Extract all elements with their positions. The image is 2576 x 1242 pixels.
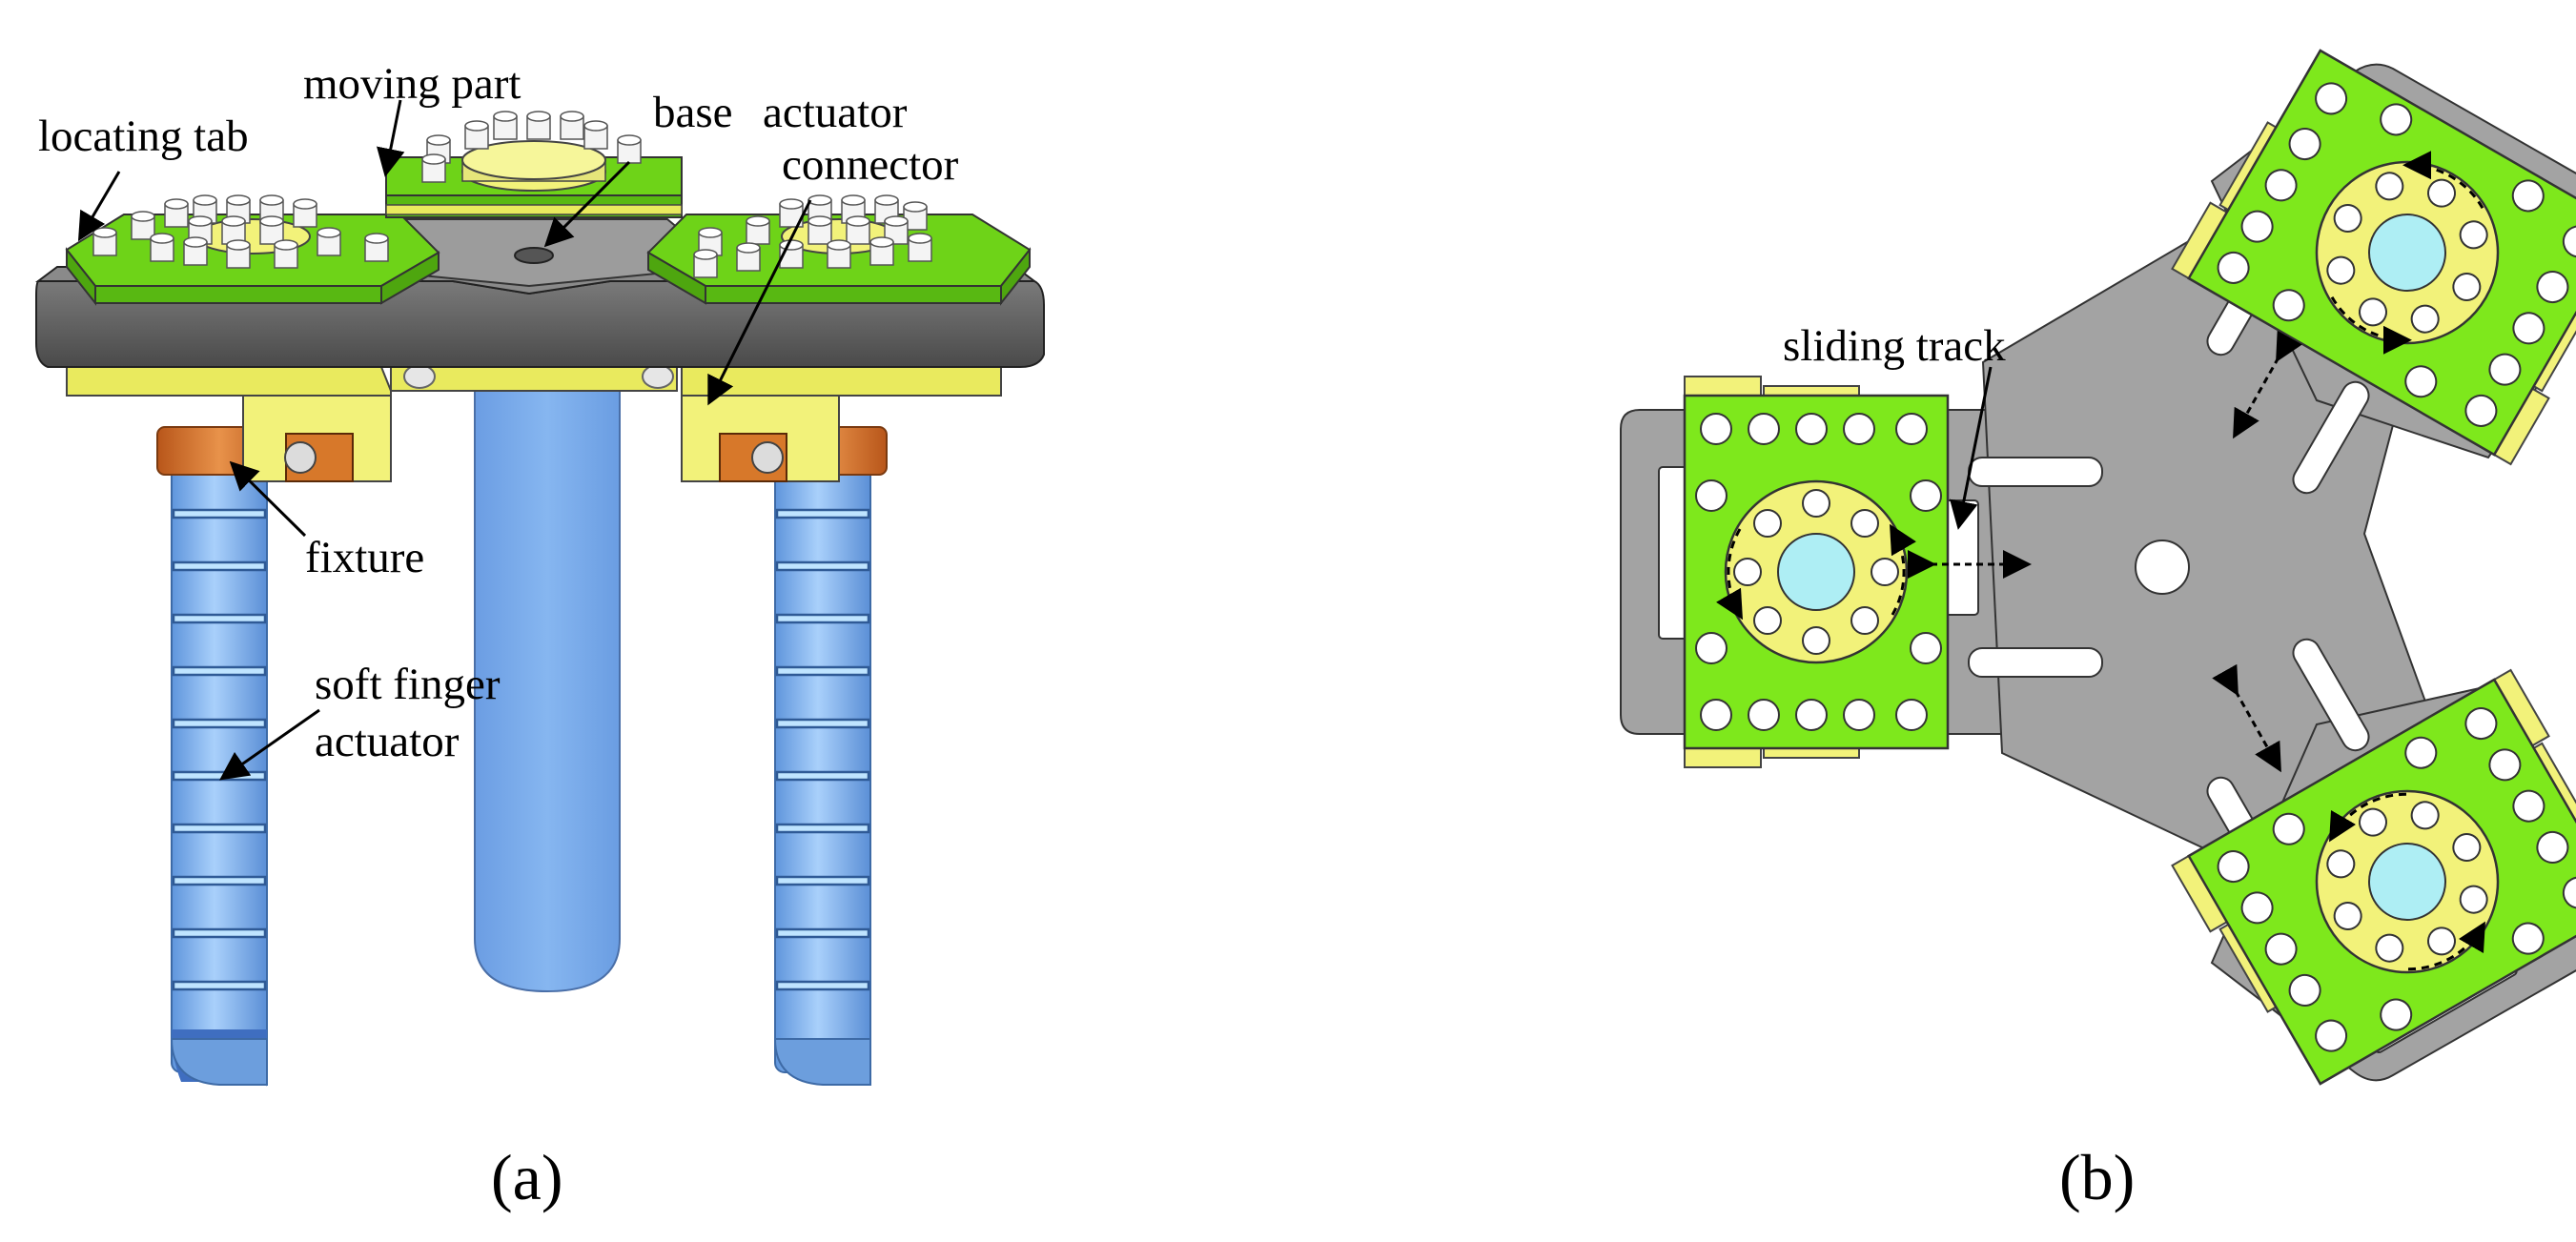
middle-moving-part-plate <box>385 111 683 218</box>
left-soft-finger <box>170 461 268 1087</box>
panel-a-gripper-side-view: locating tab moving part base actuator c… <box>35 59 1045 1213</box>
caption-a: (a) <box>491 1141 562 1213</box>
right-locating-tab-plate <box>646 194 1032 306</box>
left-actuator-connector <box>66 366 392 482</box>
label-base: base <box>653 88 733 137</box>
middle-finger <box>474 371 621 993</box>
label-sliding-track: sliding track <box>1783 321 2006 371</box>
label-soft-finger-line2: actuator <box>315 717 460 766</box>
label-fixture: fixture <box>305 533 424 582</box>
leader-lines-a <box>77 99 812 781</box>
panel-b-gripper-top-view: sliding track (b) <box>1620 41 2576 1213</box>
label-soft-finger-line1: soft finger <box>315 660 501 709</box>
leader-sliding-track <box>1949 366 1993 530</box>
label-moving-part: moving part <box>303 59 521 109</box>
left-finger-module <box>1685 377 1948 767</box>
caption-b: (b) <box>2059 1141 2135 1213</box>
label-locating-tab: locating tab <box>38 112 249 161</box>
right-actuator-connector <box>681 366 1002 482</box>
label-actuator-connector-line2: connector <box>782 140 959 190</box>
translation-arrows <box>1908 330 2302 773</box>
label-actuator-connector-line1: actuator <box>763 88 908 137</box>
left-locating-tab-plate <box>65 194 440 306</box>
right-soft-finger <box>773 461 871 1086</box>
